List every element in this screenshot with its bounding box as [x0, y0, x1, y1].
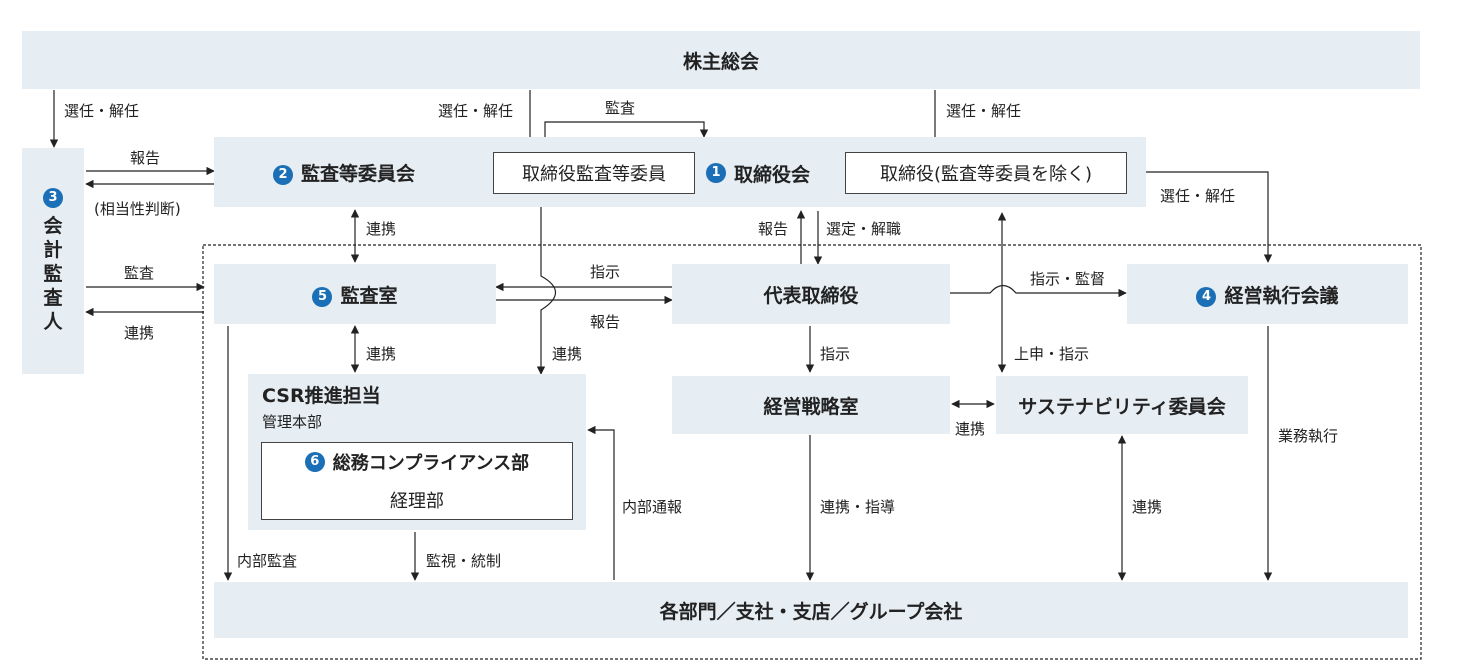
compliance-label: 総務コンプライアンス部 — [332, 453, 530, 474]
edge-label-instruct-supervise: 指示・監督 — [1030, 270, 1106, 288]
edge-label-coop-csr: 連携 — [366, 345, 397, 363]
csr-subtitle: 管理本部 — [262, 413, 323, 431]
edge-label-elect-audit-members: 選任・解任 — [438, 102, 514, 120]
accounting-auditor-char: 人 — [43, 311, 63, 333]
edge-label-internal-audit: 内部監査 — [237, 552, 298, 570]
accounting-auditor-char: 会 — [43, 215, 63, 237]
number-badge: 5 — [312, 286, 333, 307]
edge-label-elect-executive: 選任・解任 — [1160, 187, 1236, 205]
strategy-office-box: 経営戦略室 — [672, 376, 950, 434]
sustainability-committee-box: サステナビリティ委員会 — [996, 376, 1248, 434]
president-box: 代表取締役 — [672, 264, 950, 324]
edge-label-coop-auditor: 連携 — [124, 324, 155, 342]
accounting-auditor-char: 計 — [43, 239, 63, 261]
number-badge: 3 — [43, 188, 63, 208]
edge-label-audit-board: 監査 — [605, 99, 636, 117]
audit-office-label: 監査室 — [340, 284, 398, 307]
edge-label-instruct-strategy: 指示 — [820, 345, 851, 363]
audit-office-box: 5 監査室 — [214, 264, 496, 324]
executive-council-box: 4 経営執行会議 — [1127, 264, 1408, 324]
edge-label-coop-strategy: 連携 — [955, 420, 986, 438]
shareholders-meeting-label: 株主総会 — [682, 50, 759, 73]
number-badge: 6 — [304, 452, 325, 472]
board-other-members-label: 取締役(監査等委員を除く) — [879, 164, 1093, 185]
executive-frame — [202, 244, 1422, 660]
edge-label-report-board: 報告 — [758, 220, 789, 238]
compliance-box: 6 総務コンプライアンス部 — [261, 442, 573, 482]
edge-label-coop-sustainability: 連携 — [1132, 498, 1163, 516]
edge-label-monitor-control: 監視・統制 — [426, 552, 502, 570]
departments-label: 各部門／支社・支店／グループ会社 — [659, 600, 963, 623]
board-label: 取締役会 — [734, 163, 811, 186]
csr-title: CSR推進担当 — [262, 385, 381, 407]
number-badge: 4 — [1196, 286, 1217, 307]
accounting-auditor-box: 3 会計監査人 — [22, 148, 84, 374]
strategy-office-label: 経営戦略室 — [763, 395, 859, 418]
edge-label-internal-report: 内部通報 — [622, 498, 683, 516]
board-audit-members-box: 取締役監査等委員 — [493, 152, 695, 194]
edge-label-elect-directors: 選任・解任 — [946, 102, 1022, 120]
audit-committee-label: 監査等委員会 — [300, 162, 415, 185]
edge-label-report-committee: 報告 — [130, 149, 161, 167]
edge-label-coop-audit-members: 連携 — [552, 345, 583, 363]
board-audit-members-label: 取締役監査等委員 — [522, 164, 666, 185]
accounting-auditor-label: 会計監査人 — [43, 214, 62, 334]
edge-label-coop-guide: 連携・指導 — [820, 498, 896, 516]
departments-box: 各部門／支社・支店／グループ会社 — [214, 582, 1408, 638]
edge-label-equivalence: (相当性判断) — [94, 200, 181, 218]
edge-label-audit-office: 監査 — [124, 264, 155, 282]
board-title: 1 取締役会 — [706, 158, 810, 188]
edge-label-report-president: 報告 — [590, 313, 621, 331]
shareholders-meeting-box: 株主総会 — [22, 31, 1420, 89]
board-other-members-box: 取締役(監査等委員を除く) — [845, 152, 1127, 194]
edge-label-report-instruct: 上申・指示 — [1014, 345, 1090, 363]
edge-label-business-execution: 業務執行 — [1278, 427, 1339, 445]
edge-label-appoint-dismiss: 選定・解職 — [826, 220, 902, 238]
edge-label-instruct-office: 指示 — [590, 263, 621, 281]
audit-committee-box: 2 監査等委員会 — [214, 137, 474, 207]
edge-label-coop-committee: 連携 — [366, 220, 397, 238]
accounting-auditor-char: 監 — [43, 263, 63, 285]
number-badge: 2 — [272, 164, 293, 185]
number-badge: 1 — [706, 163, 726, 183]
president-label: 代表取締役 — [763, 284, 859, 307]
edge-label-elect-auditor: 選任・解任 — [64, 102, 140, 120]
sustainability-committee-label: サステナビリティ委員会 — [1018, 395, 1226, 418]
executive-council-label: 経営執行会議 — [1224, 284, 1339, 307]
accounting-label: 経理部 — [390, 491, 444, 512]
accounting-auditor-char: 査 — [43, 287, 63, 309]
accounting-box: 経理部 — [261, 481, 573, 520]
